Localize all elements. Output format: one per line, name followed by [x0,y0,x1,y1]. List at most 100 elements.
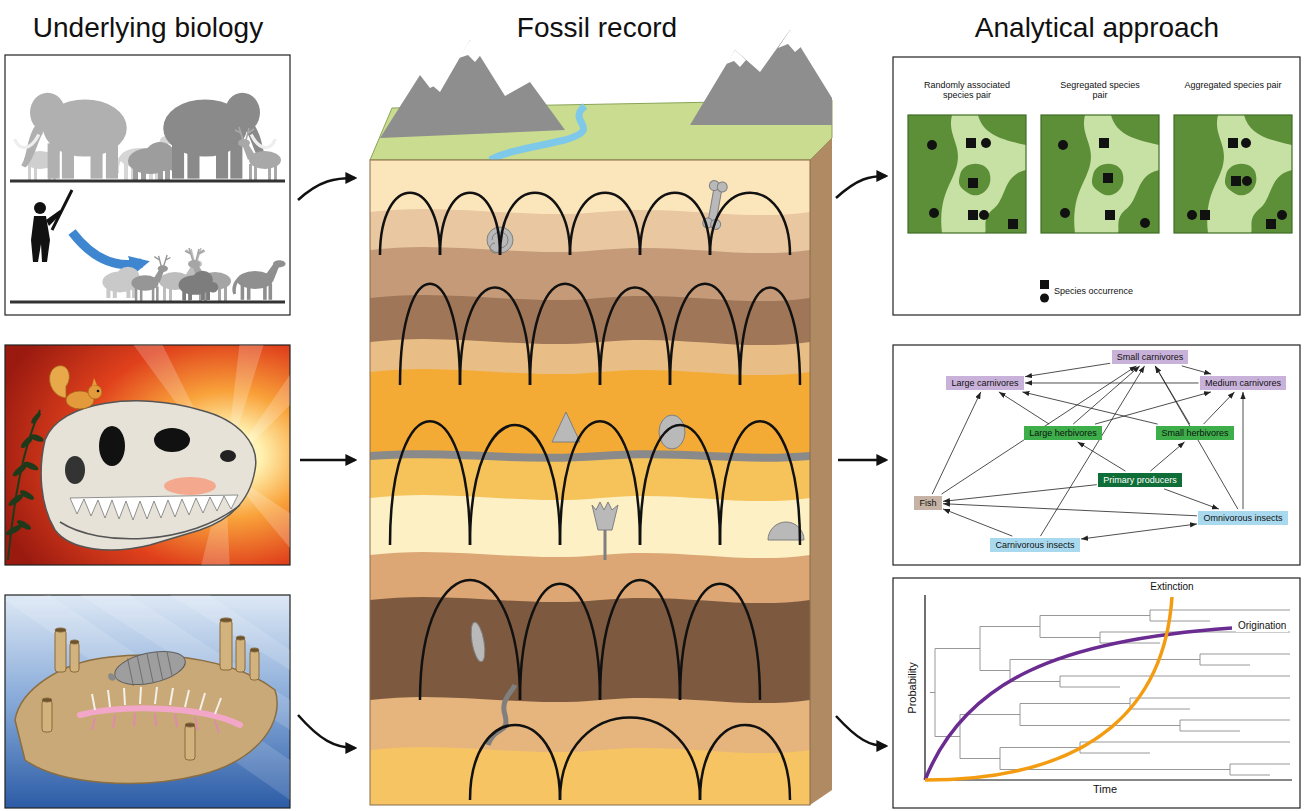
lineage-branches [720,421,800,545]
strata [370,160,810,805]
fossils [469,621,488,662]
mountains [380,40,565,138]
random-map [981,138,991,148]
worm [80,687,240,733]
aggregated-map [1266,219,1276,229]
worm [92,687,221,714]
dinosaur-skull [99,426,125,466]
sponges [70,640,79,644]
food-web-arrow [1025,382,1198,383]
curve-label: Extinction [1148,581,1195,593]
strata [370,597,810,805]
trilobite [105,646,188,692]
fern [8,410,40,560]
food-web-arrow [932,392,981,494]
megafauna-panel [5,55,290,315]
sponges [42,700,52,732]
decline-arrow [72,232,142,265]
lineage-branches [710,193,790,255]
extinction-curve [925,597,1172,780]
box-label: Primary producers [1103,475,1177,486]
fern [30,411,43,425]
food-web-panel [893,345,1300,565]
food-web-panel [893,345,1300,565]
sponges [250,650,259,680]
human-silhouette [34,202,46,214]
diversification-panel [893,578,1300,808]
cambrian-sea-panel [5,595,290,808]
flow-arrow [836,176,886,198]
lineage-branches [560,718,700,801]
column-title: Fossil record [517,12,677,44]
food-web-arrow [1025,363,1110,376]
fossils [708,187,722,224]
strata [370,697,810,805]
trilobite [127,649,172,687]
dinosaur-skull [41,401,256,550]
connector-layer [932,363,1243,539]
fern [5,410,45,560]
legend-symbols [1040,280,1049,303]
co-occurrence-panel [893,57,1300,315]
segregated-map [1058,140,1068,150]
y-axis [924,595,925,780]
legend-entry: Species occurrence [1054,286,1133,296]
lineage-branches [740,288,800,386]
fern [22,460,39,472]
flow-arrow [838,459,886,462]
random-map [968,178,978,188]
megafauna-panel [235,127,281,181]
strata [370,450,810,805]
food-web-box: Fish [914,496,941,511]
lineage-branches [670,284,740,385]
megafauna-panel [5,55,290,315]
food-web-arrow [1150,442,1184,471]
worm [92,713,219,733]
aggregated-map [1228,138,1238,148]
segregated-map [1060,208,1070,218]
megafauna-panel [15,93,127,179]
strata [370,495,810,805]
aggregated-map [1174,115,1292,233]
segregated-map [1099,138,1109,148]
food-web-arrow [943,509,1012,536]
strata [370,209,810,805]
squirrel [50,366,102,409]
lineage-branches [530,284,600,385]
flow-arrow [836,716,886,746]
legend-symbols [1040,294,1049,303]
lineage-branches [680,584,760,700]
lineage-branches [570,193,640,255]
lineage-branches [420,580,520,700]
panel-heading: Aggregated species pair [1168,80,1298,90]
food-web-box: Large herbivores [1024,426,1102,441]
lineage-branches [520,584,600,700]
aggregated-map [1277,210,1287,220]
dinosaur-skull [164,477,216,495]
aggregated-map [1174,115,1292,233]
aggregated-map [1242,176,1252,186]
fossils [659,415,685,449]
segregated-map [1058,138,1150,228]
legend-symbols [1040,280,1049,289]
segregated-map [1041,115,1159,233]
panel-heading: Randomly associated species pair [911,80,1023,101]
food-web-box: Large carnivores [946,376,1023,391]
aggregated-map [1187,210,1197,220]
mountains [459,40,483,62]
lineage-branches [470,725,560,800]
diversification-panel [893,578,1300,808]
squirrel [97,390,100,393]
box-label: Medium carnivores [1205,378,1281,389]
aggregated-map [1241,138,1251,148]
mountains [778,30,802,52]
sponges [42,618,259,760]
food-web-arrow [1164,489,1219,509]
cambrian-sea-panel [5,595,290,800]
lineage-branches [500,193,570,255]
sponges [185,723,195,727]
sponges [236,638,245,672]
fossil-record-block [370,160,810,805]
mountains [690,30,832,125]
